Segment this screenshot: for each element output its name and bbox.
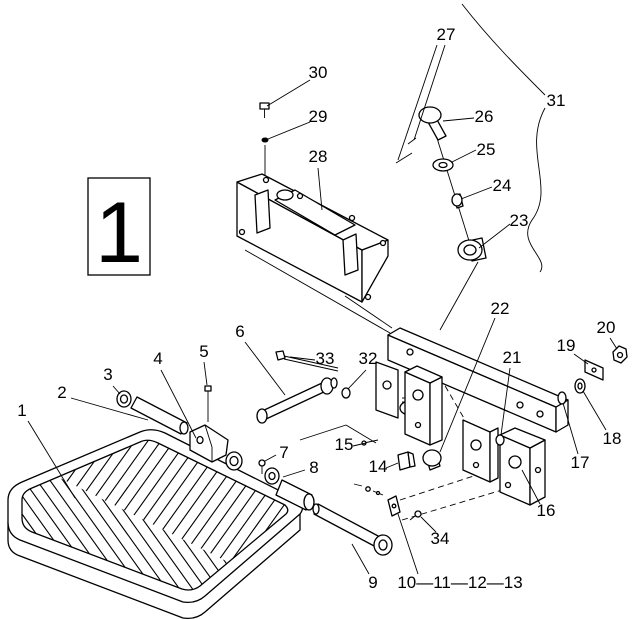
callout-25: 25 xyxy=(477,140,496,159)
callout-6: 6 xyxy=(235,322,244,341)
callout-10-13: 10—11—12—13 xyxy=(397,573,522,592)
part-18-lock-washer xyxy=(574,378,586,394)
part-4-clamp xyxy=(189,424,229,463)
callout-7: 7 xyxy=(279,443,288,462)
part-8-bushing xyxy=(264,467,315,511)
tread-stripe xyxy=(0,410,1,620)
tread-stripe xyxy=(0,430,8,620)
part-28-cover xyxy=(236,173,389,303)
part-6-pin xyxy=(256,377,338,424)
mounting-plate xyxy=(387,327,569,433)
part-24-bushing xyxy=(451,193,464,209)
part-23-cylinder xyxy=(457,237,487,262)
part-20-nut xyxy=(612,345,628,364)
part-2-rod xyxy=(130,396,189,435)
callout-34: 34 xyxy=(431,529,450,548)
part-21-pin xyxy=(495,434,505,446)
callout-28: 28 xyxy=(309,147,328,166)
leader-lines xyxy=(27,44,618,575)
callout-19: 19 xyxy=(557,336,576,355)
callout-22: 22 xyxy=(491,299,510,318)
part-5-screw xyxy=(204,385,212,422)
callout-23: 23 xyxy=(510,211,529,230)
parts-10-13-detent xyxy=(353,483,401,517)
part-34-screw xyxy=(409,510,422,521)
right-hinge-plate xyxy=(462,419,499,483)
part-4-bushing xyxy=(225,451,243,471)
callout-20: 20 xyxy=(597,318,616,337)
callout-8: 8 xyxy=(309,458,318,477)
callout-4: 4 xyxy=(153,349,162,368)
footplate xyxy=(0,410,304,620)
callout-32: 32 xyxy=(359,349,378,368)
part-29-washer xyxy=(261,137,269,143)
callout-31: 31 xyxy=(547,91,566,110)
part-3-bushing xyxy=(116,390,132,408)
part-7-screw xyxy=(258,459,266,474)
tread-stripe xyxy=(22,448,126,590)
part-16-bracket xyxy=(499,427,546,506)
tread-stripe xyxy=(22,448,139,590)
part-25-washer xyxy=(432,158,454,172)
callouts: 30 29 28 27 26 25 24 23 31 22 21 20 19 1… xyxy=(17,25,621,592)
part-14-block xyxy=(397,451,416,471)
callout-30: 30 xyxy=(309,63,328,82)
callout-33: 33 xyxy=(316,349,335,368)
callout-29: 29 xyxy=(309,107,328,126)
part-32-ring xyxy=(341,387,351,399)
callout-1: 1 xyxy=(17,401,26,420)
part-26-knob xyxy=(418,106,447,141)
part-33-bolt xyxy=(275,350,339,372)
callout-27: 27 xyxy=(437,25,456,44)
part-31-group-boundary xyxy=(461,3,546,273)
callout-17: 17 xyxy=(571,453,590,472)
callout-2: 2 xyxy=(57,383,66,402)
callout-15: 15 xyxy=(335,435,354,454)
callout-18: 18 xyxy=(603,429,622,448)
callout-5: 5 xyxy=(199,342,208,361)
callout-26: 26 xyxy=(475,107,494,126)
panel-number: 1 xyxy=(95,185,143,281)
callout-16: 16 xyxy=(537,501,556,520)
part-27-spring-pins xyxy=(395,137,417,164)
callout-3: 3 xyxy=(103,365,112,384)
panel-number-box: 1 xyxy=(87,177,151,281)
part-30-screw xyxy=(259,102,270,118)
part-17-washer xyxy=(557,391,567,405)
part-22-knob xyxy=(422,449,442,471)
callout-9: 9 xyxy=(368,573,377,592)
callout-24: 24 xyxy=(493,176,512,195)
left-hinge-assembly xyxy=(375,361,443,446)
callout-21: 21 xyxy=(503,348,522,367)
part-9-rod xyxy=(312,503,393,556)
part-19-plate xyxy=(584,359,604,381)
callout-14: 14 xyxy=(369,457,388,476)
